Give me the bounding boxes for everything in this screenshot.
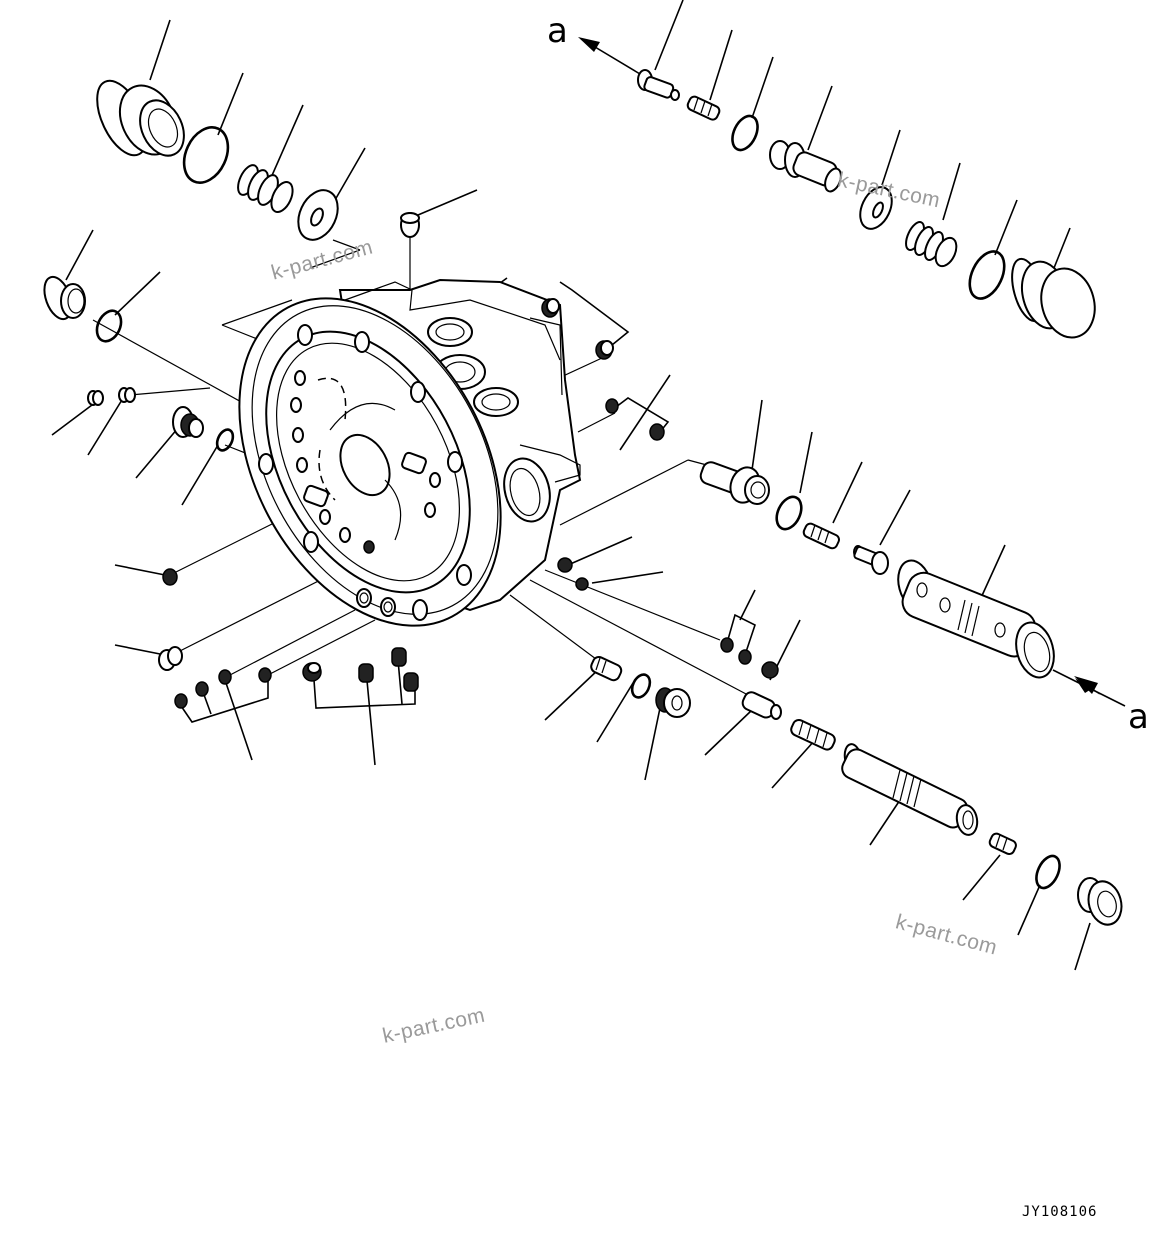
poppet-bottom [741,691,782,720]
spool-bottom-right [841,743,979,836]
figure-code: JY108106 [1022,1204,1098,1220]
valve-poppet-top [637,69,680,101]
spring-top-right [905,221,958,268]
spring-small-bottom-right [988,832,1017,856]
set-screw-housing-1 [541,298,560,318]
spring-small-top [686,95,721,121]
spring-right [802,522,840,550]
o-ring-top-right-2 [968,250,1006,300]
plug-small-left [43,275,86,321]
valve-stem-top-right [769,140,842,193]
washer-top-left [297,189,339,241]
spring-top-left [237,164,294,213]
plug-bottom-right [1077,877,1123,926]
arrow-a-right [1052,669,1126,707]
poppet-right [853,545,889,575]
plug-top-housing [400,212,420,238]
pin-left-1 [87,390,104,406]
set-screw-housing-3 [605,398,619,414]
plug-threaded-left [172,406,204,438]
set-screw-housing-4 [649,423,665,441]
set-screw-housing-5 [557,557,573,573]
plug-large-top-right [1011,257,1096,339]
plugs-group-bottom [302,647,419,692]
plug-cap-bottom [655,687,691,718]
o-ring-small-left [95,309,123,343]
plug-left-655 [158,646,183,671]
spring-bottom-right [790,718,836,751]
reference-label-a-top: a [547,11,568,51]
plug-left-575 [162,568,178,586]
set-screws-group [174,667,272,709]
valve-seat-right [699,461,770,505]
plug-large-top-left [96,79,185,157]
leader-lines [51,0,1091,971]
o-ring-right [775,495,803,531]
o-ring-bottom-middle [630,673,652,699]
set-screw-housing-6 [575,577,589,591]
set-screws-right [720,637,779,679]
o-ring-top-left [182,126,230,184]
washer-top-right [859,186,893,230]
valve-sleeve-right [897,559,1055,679]
pin-left-2 [118,387,136,403]
o-ring-bottom-right [1035,854,1061,890]
reference-label-a-right: a [1128,697,1149,737]
plug-threaded-bottom [590,655,623,682]
o-ring-top-right [731,114,759,152]
o-ring-left-small [215,428,235,452]
set-screw-housing-2 [595,340,614,360]
motor-housing [238,278,582,627]
arrow-a-top [578,37,641,75]
